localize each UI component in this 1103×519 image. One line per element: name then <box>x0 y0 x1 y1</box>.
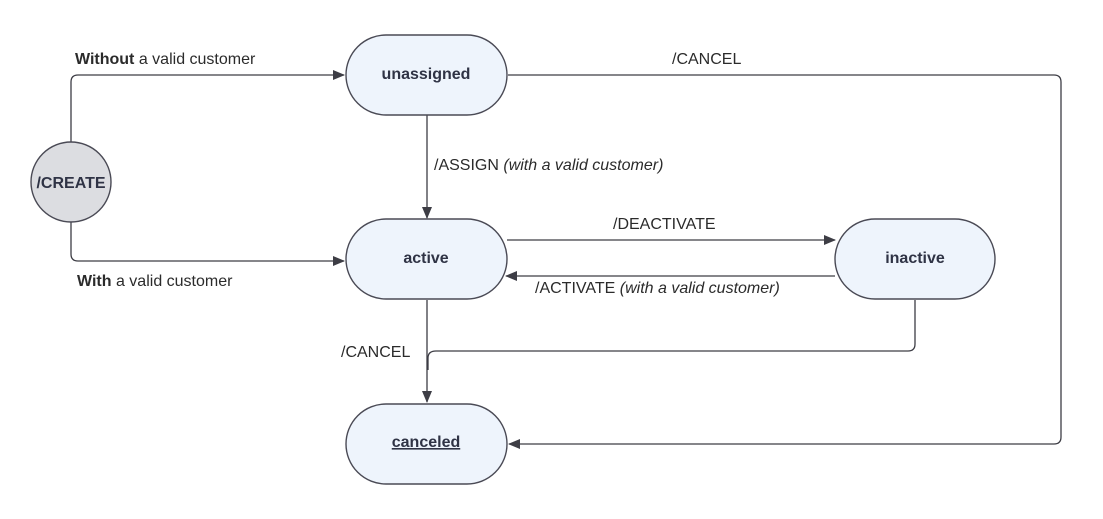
edge-cancel-from-inactive <box>427 300 916 370</box>
state-inactive-label: inactive <box>885 250 945 267</box>
edge-cancel-from-unassigned <box>508 74 1062 449</box>
state-active-label: active <box>403 250 448 267</box>
label-cancel-active: /CANCEL <box>341 344 410 361</box>
label-without-bold: Without <box>75 51 135 68</box>
state-canceled: canceled <box>345 403 508 485</box>
edge-create-to-active <box>70 222 345 266</box>
label-assign-italic: (with a valid customer) <box>503 157 663 174</box>
label-deactivate: /DEACTIVATE <box>613 216 716 233</box>
edge-create-to-unassigned <box>70 70 345 142</box>
state-canceled-label: canceled <box>392 434 460 451</box>
label-assign: /ASSIGN (with a valid customer) <box>434 157 663 174</box>
state-unassigned-label: unassigned <box>382 66 471 83</box>
label-assign-main: /ASSIGN <box>434 157 503 174</box>
label-with-customer: With a valid customer <box>77 273 233 290</box>
state-unassigned: unassigned <box>345 34 508 116</box>
create-label: /CREATE <box>36 175 105 192</box>
create-start-node: /CREATE <box>30 141 112 223</box>
label-with-bold: With <box>77 273 112 290</box>
state-active: active <box>345 218 508 300</box>
label-with-rest: a valid customer <box>112 273 234 290</box>
label-activate-main: /ACTIVATE <box>535 280 620 297</box>
label-cancel-unassigned: /CANCEL <box>672 51 741 68</box>
label-activate: /ACTIVATE (with a valid customer) <box>535 280 780 297</box>
label-without-rest: a valid customer <box>134 51 256 68</box>
label-without-customer: Without a valid customer <box>75 51 256 68</box>
state-inactive: inactive <box>834 218 996 300</box>
label-activate-italic: (with a valid customer) <box>620 280 780 297</box>
